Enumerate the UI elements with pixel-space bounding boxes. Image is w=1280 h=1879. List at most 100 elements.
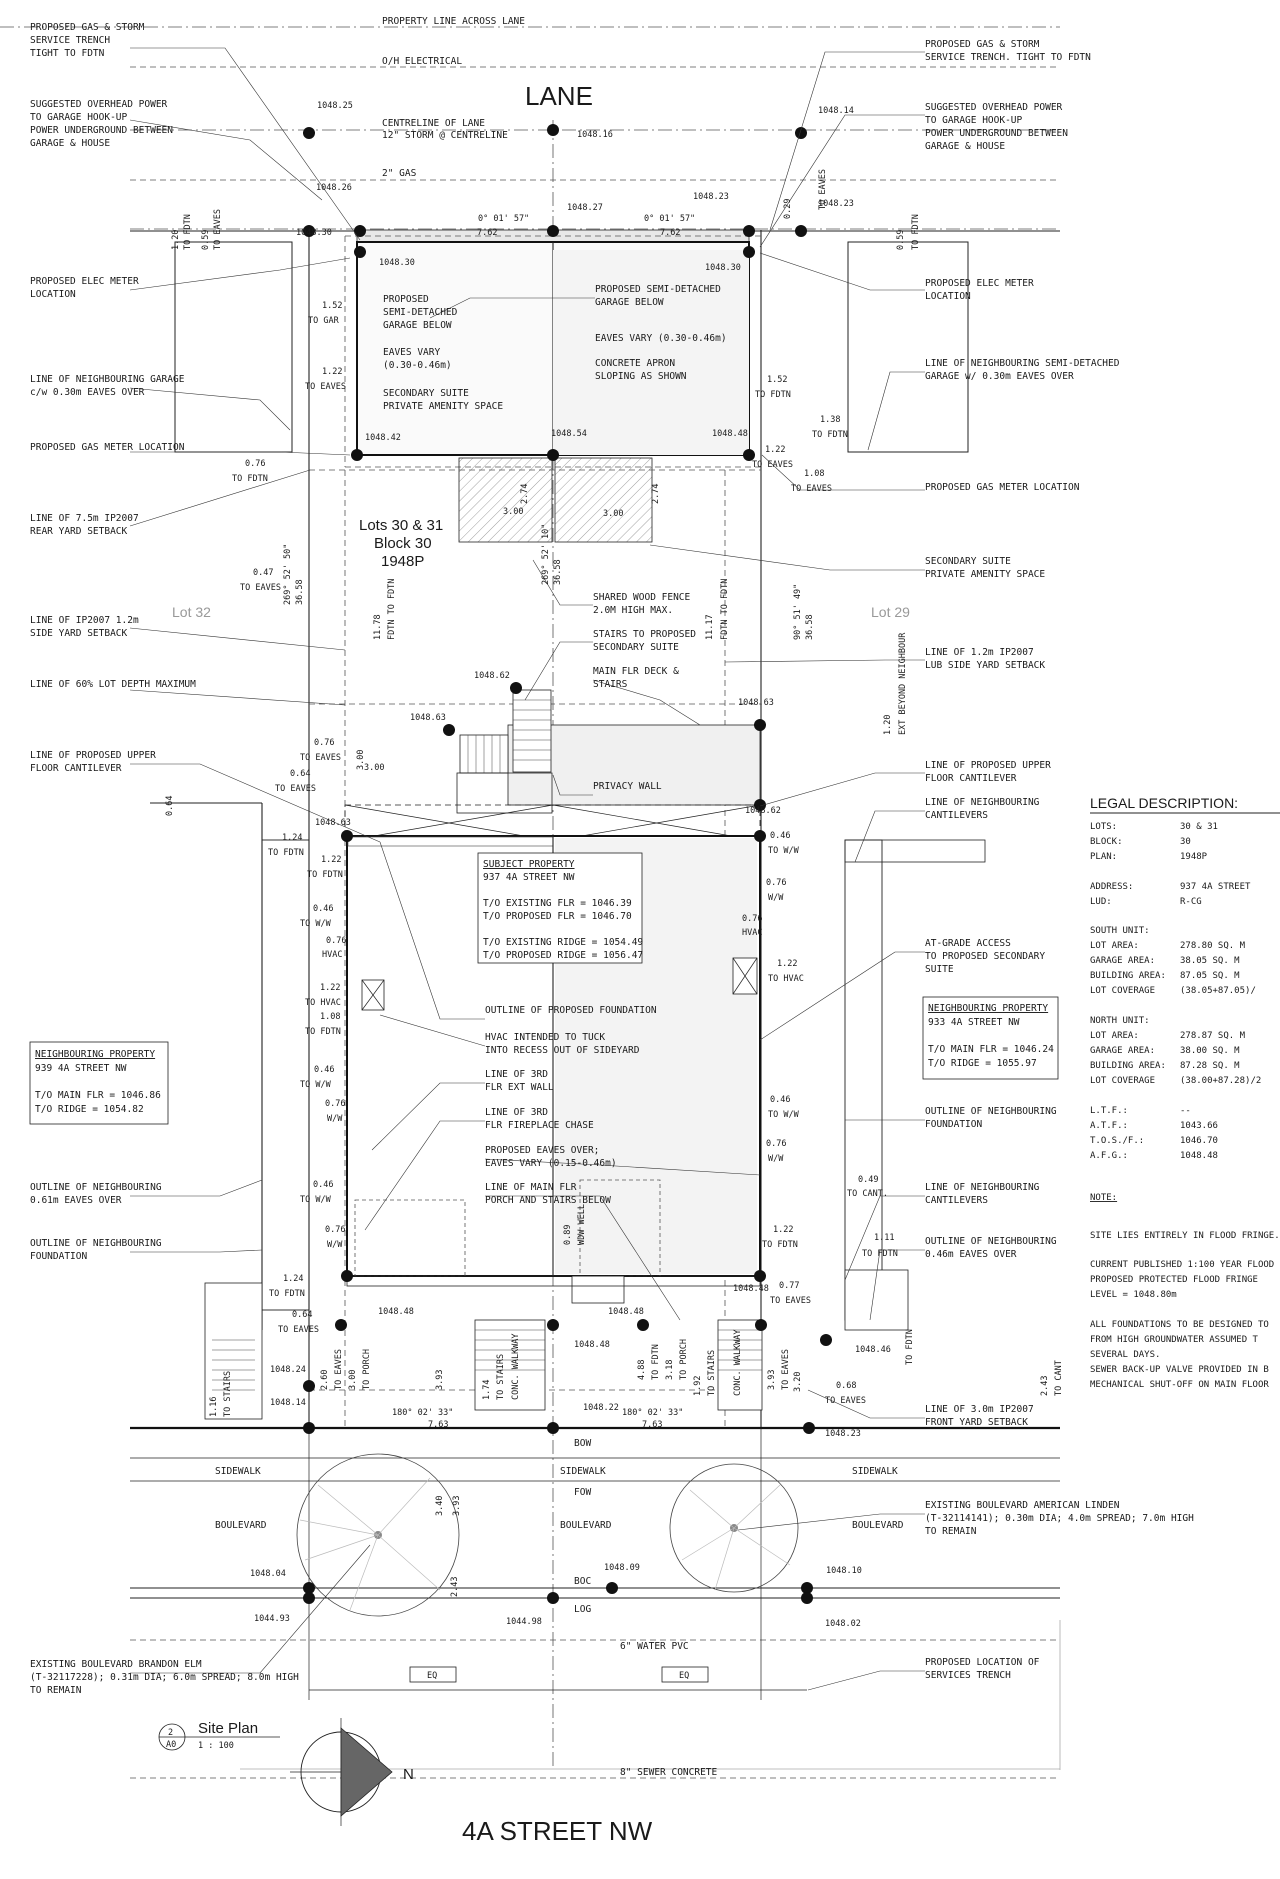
dimension-3: 0° 01' 57" [644,214,695,224]
left-note-10-line-1: FOUNDATION [30,1251,87,1262]
dimension-9: TO GAR [308,316,340,326]
dimension-103: TO PORCH [362,1349,372,1390]
spot-elevation-30: 1044.93 [254,1614,290,1624]
left-note-1-line-3: GARAGE & HOUSE [30,138,110,149]
dimension-69: TO CANT. [847,1189,888,1199]
right-note-1-line-0: SUGGESTED OVERHEAD POWER [925,102,1063,113]
center-note-13-line-0: LINE OF 3RD [485,1107,548,1118]
dimension-126: 3.40 [435,1496,445,1516]
north-label: N [403,1766,414,1783]
dimension-19: TO EAVES [275,784,316,794]
dimension-2: 0° 01' 57" [478,214,529,224]
amenity-spaces [458,457,653,543]
dimension-0: 7.62 [477,228,497,238]
legal-key-7: GARAGE AREA: [1090,956,1155,966]
dimension-10: 1.22 [322,367,342,377]
title-block: 2 A0 Site Plan 1 : 100 [158,1720,280,1751]
left-note-4-line-0: PROPOSED GAS METER LOCATION [30,442,185,453]
spot-elevation-7: 1048.23 [818,199,854,209]
dimension-46: TO EAVES [818,169,828,210]
lot-subject-3: 1948P [381,553,424,570]
left-note-3-line-1: c/w 0.30m EAVES OVER [30,387,145,398]
left-note-7-line-0: LINE OF 60% LOT DEPTH MAXIMUM [30,679,196,690]
left-note-9-line-1: 0.61m EAVES OVER [30,1195,122,1206]
neighbour-left [150,241,310,1420]
legal-value-17: 1046.70 [1180,1136,1218,1146]
right-note-6-line-0: LINE OF 1.2m IP2007 [925,647,1034,658]
center-note-0-line-1: SEMI-DETACHED [383,307,458,318]
spot-elevation-0: 1048.25 [317,101,353,111]
bow-label: BOW [574,1438,591,1449]
dimension-35: W/W [327,1114,343,1124]
legal-value-15: -- [1180,1106,1191,1116]
dimension-29: TO HVAC [305,998,341,1008]
dimension-18: 0.64 [290,769,310,779]
center-note-7-line-0: STAIRS TO PROPOSED [593,629,696,640]
left-note-1-line-2: POWER UNDERGROUND BETWEEN [30,125,173,136]
dimension-102: 3.00 [348,1370,358,1390]
legal-note-heading: NOTE: [1090,1193,1117,1203]
dimension-79: EXT BEYOND NEIGHBOUR [898,632,908,735]
right-note-0-line-1: SERVICE TRENCH. TIGHT TO FDTN [925,52,1091,63]
dimension-66: 0.76 [766,1139,786,1149]
storm-label: 12" STORM @ CENTRELINE [382,130,508,141]
spot-elevation-11: 1048.54 [551,429,587,439]
dimension-105: 1.74 [482,1380,492,1400]
dimension-57: TO W/W [768,846,800,856]
north-arrow-icon: N [290,1718,414,1826]
legal-note-8: MECHANICAL SHUT-OFF ON MAIN FLOOR [1090,1380,1269,1390]
center-note-4-line-0: EAVES VARY (0.30-0.46m) [595,333,727,344]
legal-key-11: LOT AREA: [1090,1031,1139,1041]
center-note-9-line-0: PRIVACY WALL [593,781,662,792]
dimension-21: TO FDTN [268,848,304,858]
dimension-70: 1.11 [874,1233,894,1243]
right-note-10-line-1: FOUNDATION [925,1119,982,1130]
dimension-5: 0.59 [201,230,211,250]
right-note-2-line-0: PROPOSED ELEC METER [925,278,1034,289]
spot-elevation-9: 1048.30 [379,258,415,268]
dimension-119: 2.43 [1040,1376,1050,1396]
legal-value-9: (38.05+87.05)/ [1180,986,1256,996]
right-note-8-line-1: CANTILEVERS [925,810,988,821]
dimension-55: TO EAVES [791,484,832,494]
center-note-2-line-0: SECONDARY SUITE [383,388,469,399]
center-note-11-line-0: HVAC INTENDED TO TUCK [485,1032,605,1043]
right-note-9-line-2: SUITE [925,964,954,975]
spot-elevation-18: 1048.48 [378,1307,414,1317]
legal-value-0: 30 & 31 [1180,822,1218,832]
legal-value-11: 278.87 SQ. M [1180,1031,1246,1041]
spot-elevation-14: 1048.63 [410,713,446,723]
center-note-1-line-0: EAVES VARY [383,347,440,358]
neighbour-left-box: NEIGHBOURING PROPERTY 939 4A STREET NW T… [29,1041,169,1125]
dimension-39: W/W [327,1240,343,1250]
dimension-93: FDTN TO FDTN [720,579,730,640]
center-note-13-line-1: FLR FIREPLACE CHASE [485,1120,594,1131]
dimension-36: 0.46 [313,1180,333,1190]
dimension-127: 3.93 [452,1496,462,1516]
dimension-68: 0.49 [858,1175,878,1185]
log-label: LOG [574,1604,591,1615]
spot-elevation-25: 1048.22 [583,1403,619,1413]
right-note-14-line-1: (T-32114141); 0.30m DIA; 4.0m SPREAD; 7.… [925,1513,1194,1524]
legal-key-6: LOT AREA: [1090,941,1139,951]
dimension-32: 0.46 [314,1065,334,1075]
legal-key-12: GARAGE AREA: [1090,1046,1155,1056]
legal-note-3: LEVEL = 1048.80m [1090,1290,1177,1300]
dimension-120: TO CANT [1054,1360,1064,1396]
dimension-45: 0.59 [896,230,906,250]
property-line-label: PROPERTY LINE ACROSS LANE [382,16,525,27]
legal-value-7: 38.05 SQ. M [1180,956,1240,966]
dimension-71: TO FDTN [862,1249,898,1259]
subject-property-box: SUBJECT PROPERTY 937 4A STREET NW T/O EX… [477,852,643,964]
boulevard-trees [296,1453,799,1617]
subject-line-2: T/O PROPOSED FLR = 1046.70 [483,911,632,922]
right-note-3-line-0: LINE OF NEIGHBOURING SEMI-DETACHED [925,358,1120,369]
center-note-5-line-0: CONCRETE APRON [595,358,675,369]
legal-value-14: (38.00+87.28)/2 [1180,1076,1261,1086]
dimension-118: TO FDTN [905,1329,915,1365]
legal-value-12: 38.00 SQ. M [1180,1046,1240,1056]
legal-value-4: R-CG [1180,897,1202,907]
legal-heading: LEGAL DESCRIPTION: [1090,795,1238,811]
left-note-10-line-0: OUTLINE OF NEIGHBOURING [30,1238,162,1249]
